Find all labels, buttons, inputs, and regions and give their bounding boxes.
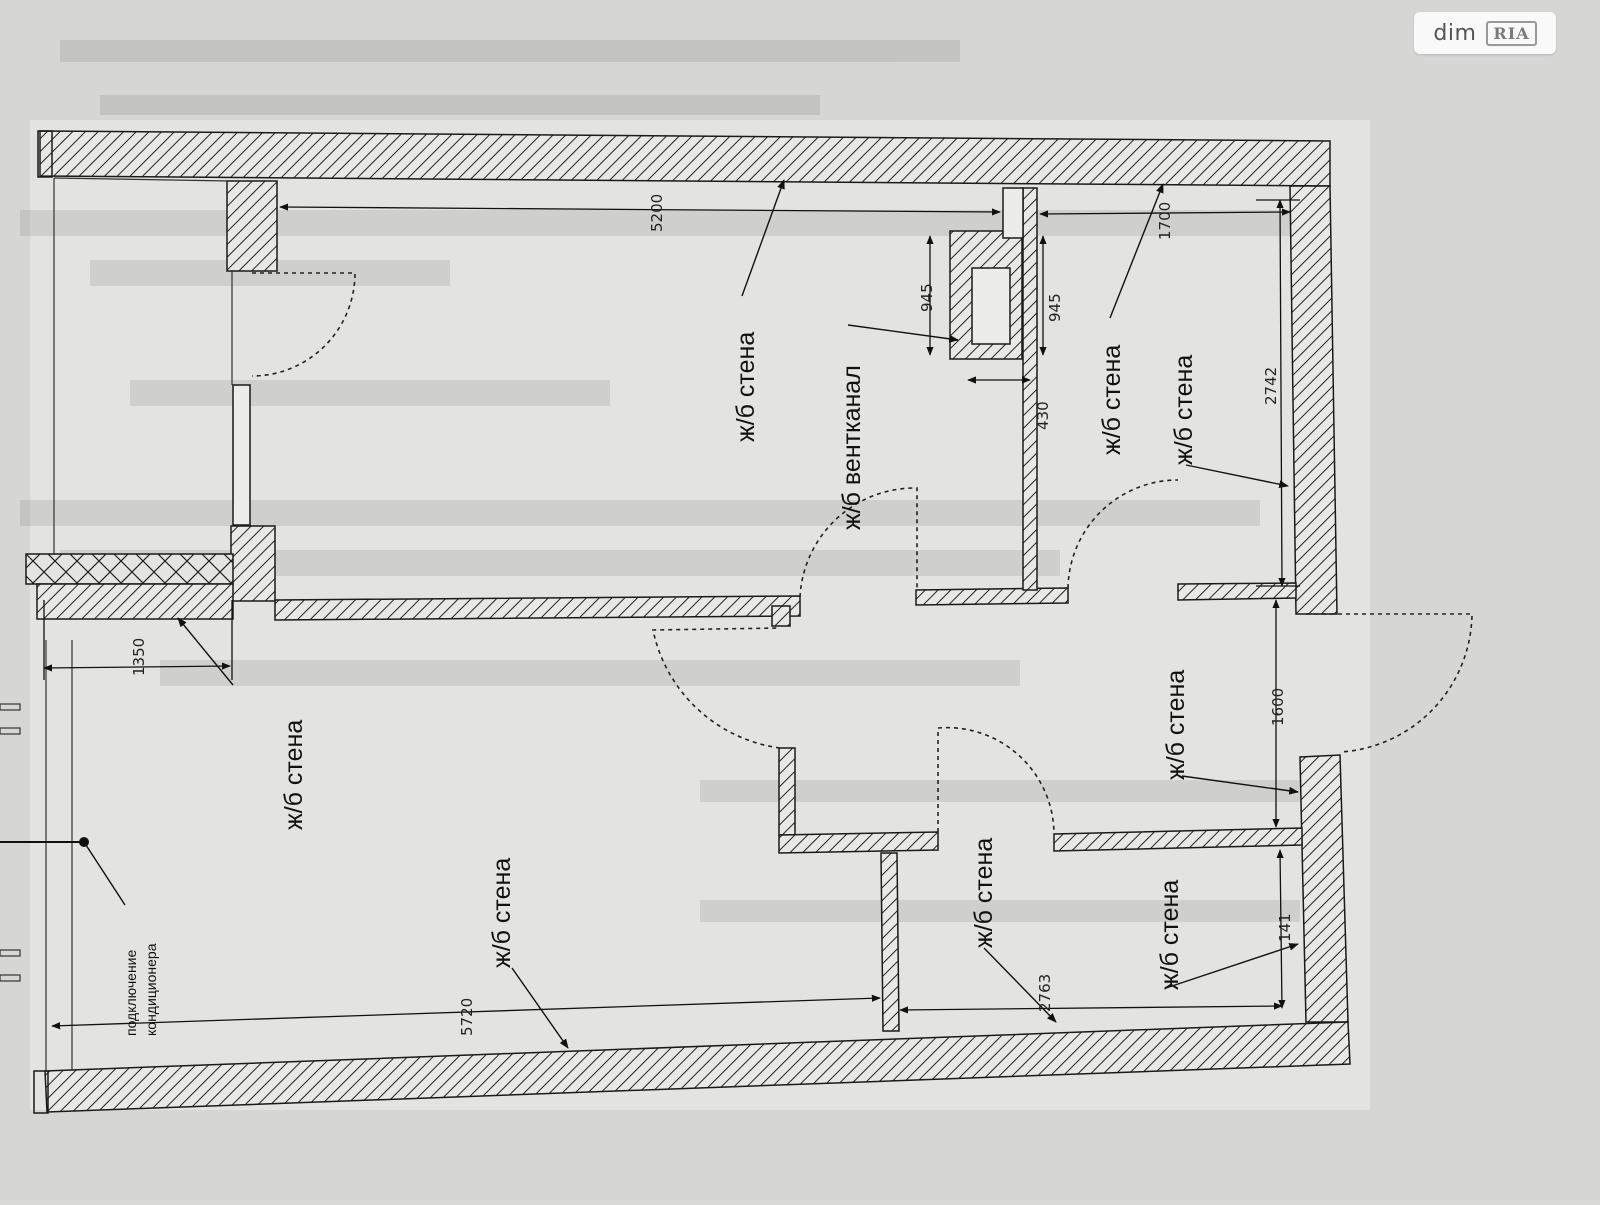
leader-wall-bath bbox=[1109, 183, 1164, 319]
label-aircon-line1: подключение bbox=[123, 949, 139, 1036]
leader-wall-top bbox=[741, 179, 785, 297]
leader-aircon bbox=[83, 841, 126, 906]
leader-lines bbox=[83, 179, 1299, 1049]
wall-bath-lower bbox=[915, 587, 1069, 606]
wall-corridor-stub bbox=[771, 605, 791, 627]
label-wall-right-upper: ж/б стена bbox=[1170, 355, 1198, 465]
balcony-parapet bbox=[25, 553, 234, 585]
dimension-lines bbox=[43, 199, 1300, 1030]
aircon-connection bbox=[0, 703, 89, 982]
dim-945-left: 945 bbox=[918, 283, 936, 312]
watermark-word: dim bbox=[1433, 20, 1477, 46]
door-swing-room bbox=[937, 726, 1055, 835]
dimline-5720 bbox=[51, 994, 881, 1030]
leader-wall-bottom-left bbox=[511, 967, 569, 1049]
label-wall-room: ж/б стена bbox=[970, 838, 998, 948]
wall-top bbox=[39, 130, 1331, 187]
dim-1600: 1600 bbox=[1269, 688, 1287, 726]
wall-bath-divider bbox=[1022, 187, 1038, 591]
dim-1350: 1350 bbox=[130, 638, 148, 676]
dimline-1350 bbox=[43, 662, 231, 672]
wall-right-upper bbox=[1289, 185, 1338, 615]
wall-pier-top bbox=[226, 180, 278, 272]
balcony-slab bbox=[36, 583, 234, 620]
dim-2763: 2763 bbox=[1036, 974, 1054, 1012]
door-swing-main-entry bbox=[1306, 613, 1473, 753]
room-labels: ж/б стена ж/б вентканал ж/б стена ж/б ст… bbox=[123, 332, 1198, 1036]
wall-bottom-end bbox=[33, 1070, 49, 1114]
dim-945-right: 945 bbox=[1046, 293, 1064, 322]
label-wall-bottom-right: ж/б стена bbox=[1156, 880, 1184, 990]
wall-room-partition-a bbox=[778, 747, 796, 836]
wall-corridor-top bbox=[274, 595, 801, 621]
dim-1700: 1700 bbox=[1156, 202, 1174, 240]
leader-vent bbox=[847, 324, 959, 343]
vent-inner bbox=[971, 267, 1011, 345]
dim-2742: 2742 bbox=[1262, 367, 1280, 405]
dimline-1700 bbox=[1039, 208, 1291, 218]
wall-room-partition-vert bbox=[880, 852, 900, 1032]
door-swing-corridor-big bbox=[652, 627, 781, 749]
door-swing-balcony bbox=[251, 272, 356, 377]
leader-wall-balcony bbox=[177, 617, 234, 686]
dimline-5200 bbox=[279, 203, 1001, 216]
walls bbox=[25, 130, 1351, 1114]
wall-bottom bbox=[44, 1021, 1351, 1113]
aircon-connection-dot bbox=[79, 837, 89, 847]
wall-room-partition-c bbox=[1053, 827, 1303, 852]
dim-5200: 5200 bbox=[648, 194, 666, 232]
label-vent: ж/б вентканал bbox=[838, 365, 866, 530]
dim-5720: 5720 bbox=[458, 998, 476, 1036]
wall-room-partition-b bbox=[778, 831, 939, 854]
door-swing-bath bbox=[1067, 479, 1179, 589]
dim-141: 141 bbox=[1276, 913, 1294, 942]
label-aircon-line2: кондиционера bbox=[143, 943, 159, 1036]
label-wall-right-lower: ж/б стена bbox=[1162, 670, 1190, 780]
wall-right-lower bbox=[1299, 754, 1349, 1023]
dimline-141 bbox=[1276, 849, 1286, 1009]
label-wall-bath: ж/б стена bbox=[1098, 345, 1126, 455]
dimline-2763 bbox=[899, 1002, 1283, 1014]
label-wall-balcony: ж/б стена bbox=[280, 720, 308, 830]
dimria-watermark: dim RIA bbox=[1414, 12, 1556, 54]
wall-bath-lower-right bbox=[1177, 582, 1297, 601]
leader-wall-right-lower bbox=[1181, 775, 1299, 795]
door-swing-entry-left bbox=[799, 487, 918, 598]
watermark-logo: RIA bbox=[1486, 20, 1537, 46]
leader-wall-bottom-right bbox=[1165, 943, 1299, 989]
window-frame bbox=[232, 384, 251, 526]
wall-top-end bbox=[37, 130, 53, 178]
wall-pier-bottom bbox=[230, 525, 276, 602]
dimension-labels: 5200 1700 945 945 430 2742 1350 1600 141… bbox=[130, 194, 1294, 1036]
leader-wall-right-upper bbox=[1185, 464, 1289, 489]
label-wall-bottom-left: ж/б стена bbox=[488, 858, 516, 968]
label-wall-top: ж/б стена bbox=[732, 332, 760, 442]
dimline-2742 bbox=[1276, 199, 1286, 587]
door-swings bbox=[251, 272, 1473, 835]
dim-430: 430 bbox=[1034, 401, 1052, 430]
leader-wall-room bbox=[983, 947, 1057, 1023]
